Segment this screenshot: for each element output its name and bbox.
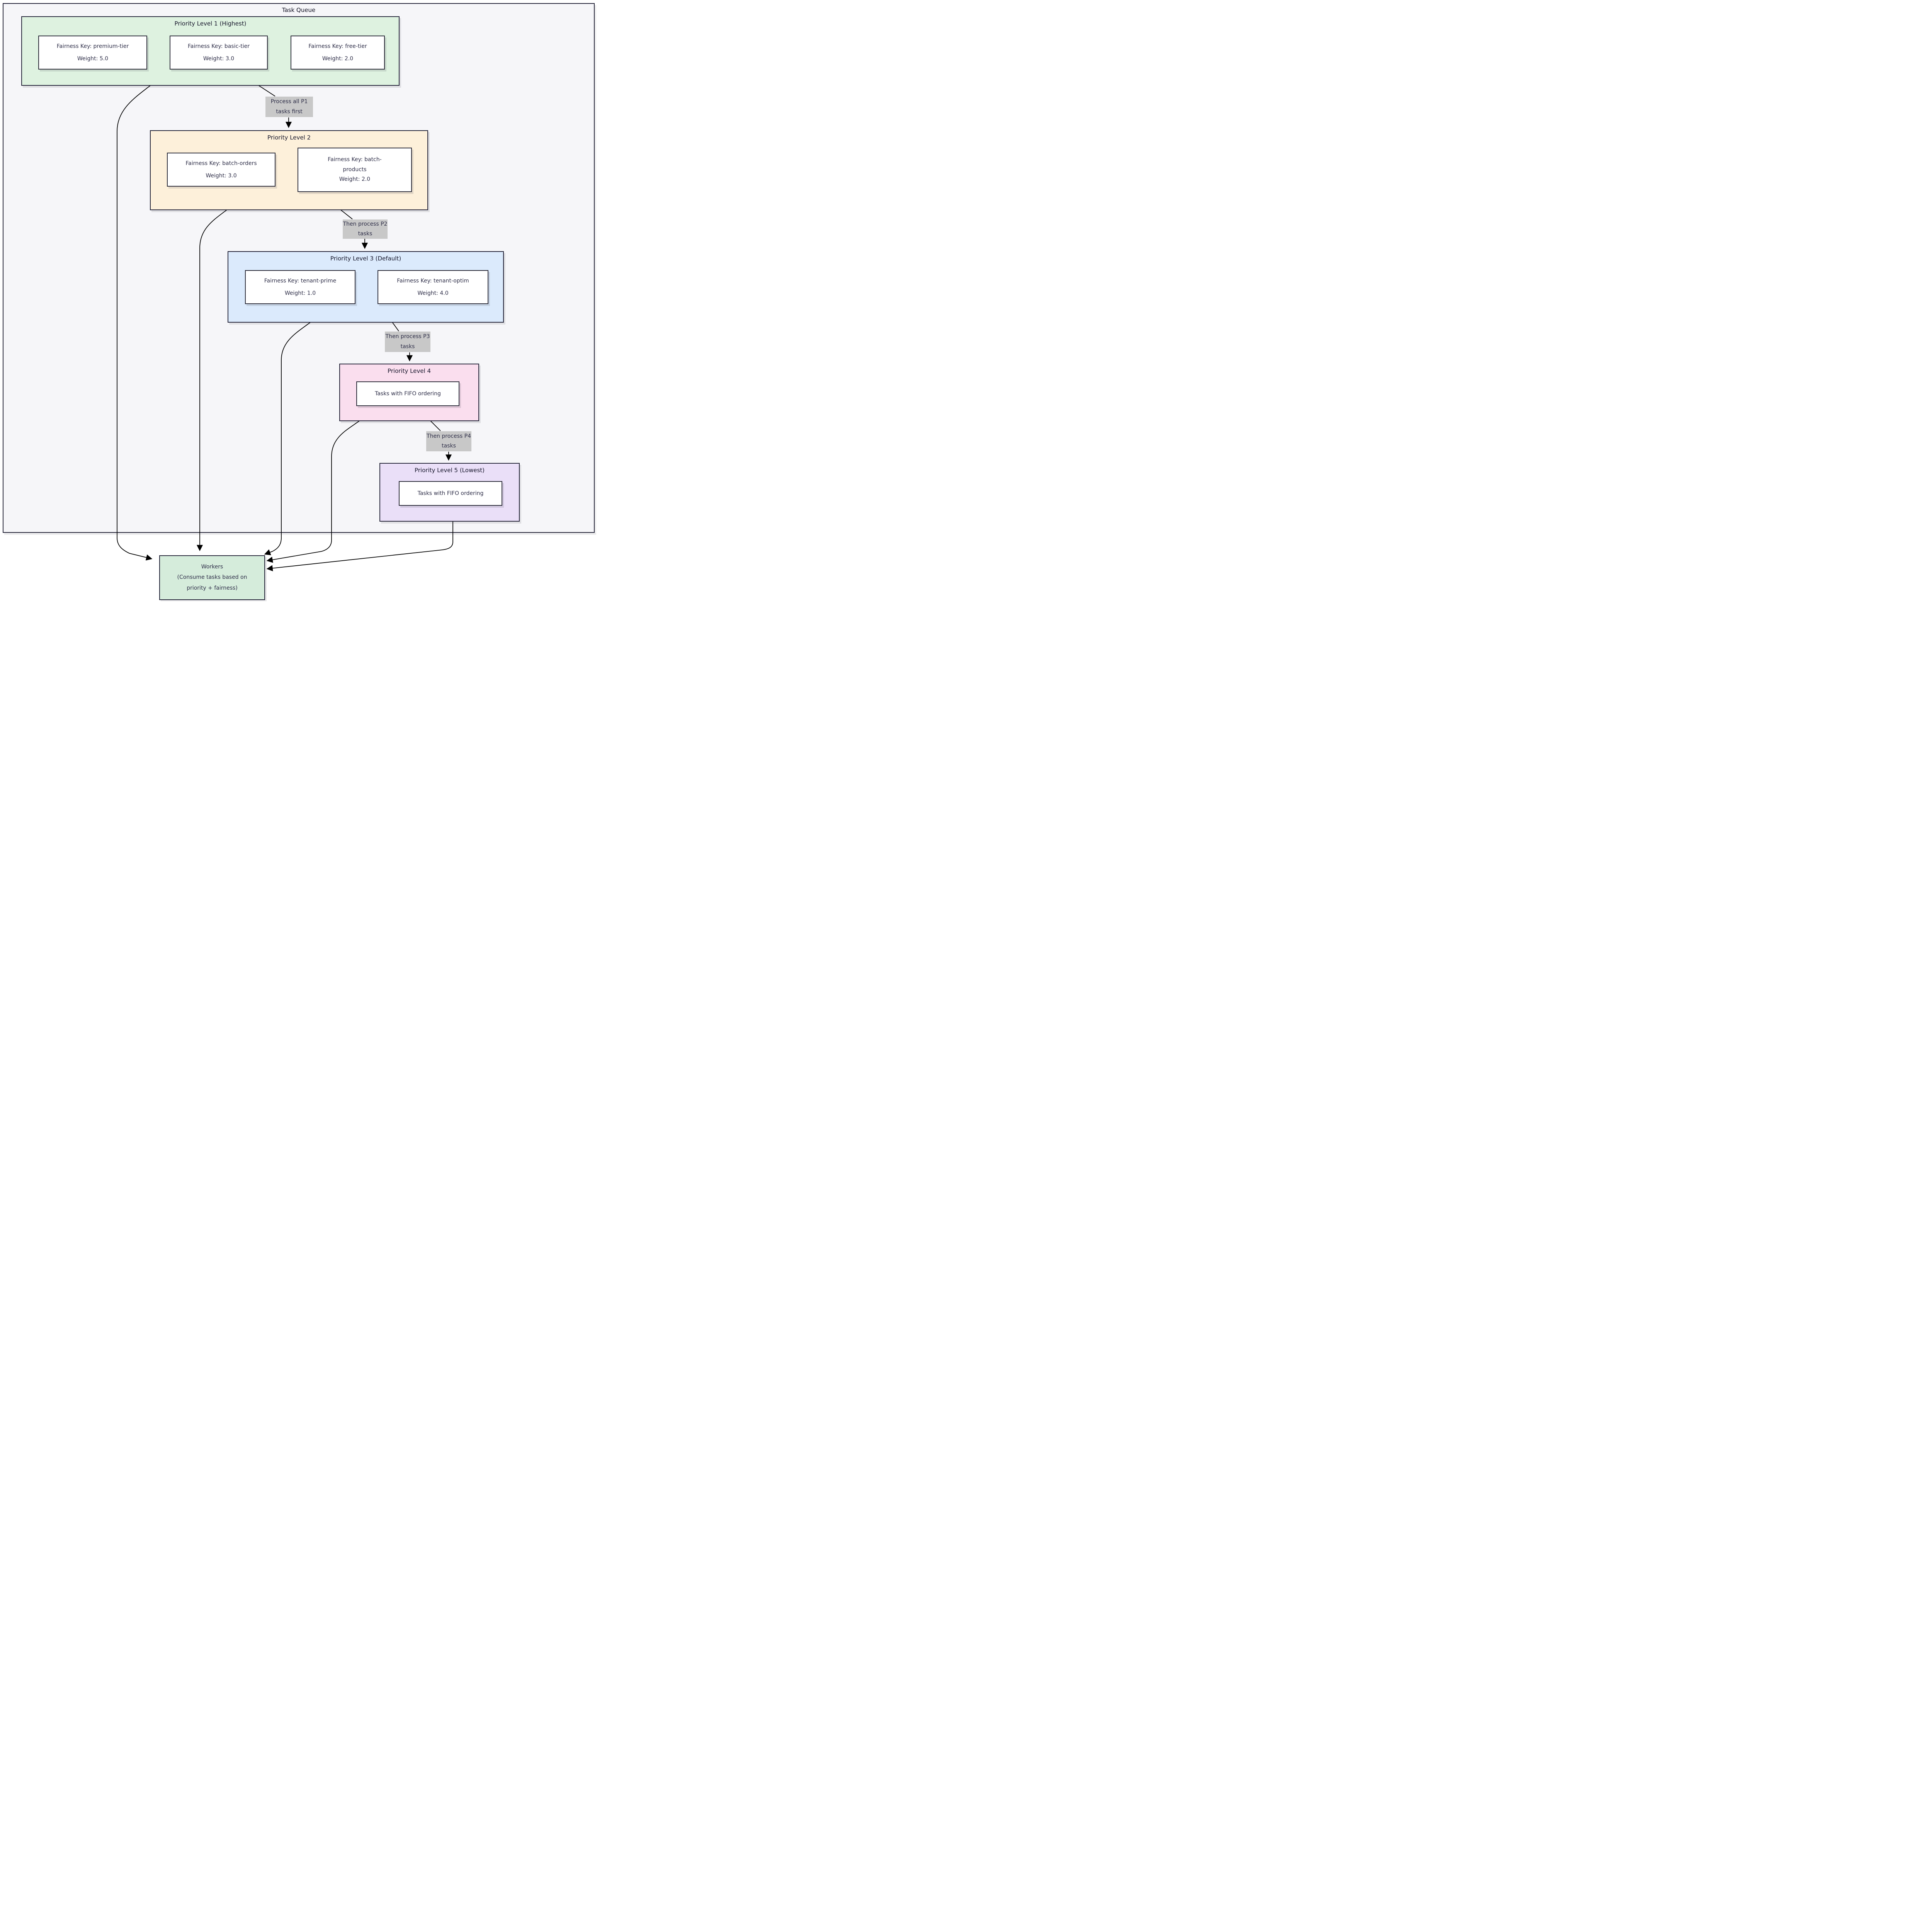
workers-node: Workers (Consume tasks based on priority… xyxy=(159,555,265,600)
node-tenant-optim: Fairness Key: tenant-optim Weight: 4.0 xyxy=(378,270,488,304)
node-free-tier-weight: Weight: 2.0 xyxy=(322,56,354,62)
node-batch-orders: Fairness Key: batch-orders Weight: 3.0 xyxy=(167,153,276,187)
node-batch-products-key: Fairness Key: batch-products xyxy=(328,156,382,173)
node-tenant-optim-weight: Weight: 4.0 xyxy=(417,290,449,296)
edge-p1-to-label xyxy=(257,84,276,97)
node-tenant-prime-key: Fairness Key: tenant-prime xyxy=(264,277,337,284)
edge-label-p1-p2: Process all P1 tasks first xyxy=(265,97,313,117)
edge-label-p3-p4: Then process P3 tasks xyxy=(385,332,430,352)
priority-level-5-group: Priority Level 5 (Lowest) Tasks with FIF… xyxy=(379,463,520,522)
priority-level-2-title: Priority Level 2 xyxy=(267,134,311,141)
node-premium-tier: Fairness Key: premium-tier Weight: 5.0 xyxy=(38,36,147,70)
node-batch-products: Fairness Key: batch-products Weight: 2.0 xyxy=(298,148,412,192)
priority-level-1-group: Priority Level 1 (Highest) Fairness Key:… xyxy=(21,16,400,86)
priority-level-4-group: Priority Level 4 Tasks with FIFO orderin… xyxy=(339,364,479,421)
node-p5-fifo-label: Tasks with FIFO ordering xyxy=(417,490,484,497)
edge-label-p4-p5: Then process P4 tasks xyxy=(426,431,471,451)
edge-p2-to-workers-arrow xyxy=(196,207,230,551)
edge-p4-to-workers-arrow xyxy=(266,420,361,563)
workers-line-3: priority + fairness) xyxy=(187,585,238,591)
node-premium-tier-key: Fairness Key: premium-tier xyxy=(56,43,129,49)
edge-p5-to-workers-arrow xyxy=(266,520,453,571)
node-tenant-optim-key: Fairness Key: tenant-optim xyxy=(397,277,469,284)
workers-line-2: (Consume tasks based on xyxy=(177,574,247,581)
priority-level-2-group: Priority Level 2 Fairness Key: batch-ord… xyxy=(150,130,428,210)
node-basic-tier-key: Fairness Key: basic-tier xyxy=(188,43,250,49)
task-queue-title: Task Queue xyxy=(282,7,316,14)
edge-p1-to-workers-arrow xyxy=(117,84,153,561)
node-free-tier: Fairness Key: free-tier Weight: 2.0 xyxy=(291,36,385,70)
node-p4-fifo-label: Tasks with FIFO ordering xyxy=(375,390,441,397)
node-p4-fifo: Tasks with FIFO ordering xyxy=(356,381,459,406)
node-basic-tier-weight: Weight: 3.0 xyxy=(203,56,235,62)
edge-p3-to-workers-arrow xyxy=(264,320,314,555)
priority-level-3-group: Priority Level 3 (Default) Fairness Key:… xyxy=(228,251,504,323)
edge-label-p2-p3: Then process P2 tasks xyxy=(343,219,388,239)
priority-level-1-title: Priority Level 1 (Highest) xyxy=(174,20,247,27)
node-free-tier-key: Fairness Key: free-tier xyxy=(308,43,367,49)
priority-level-4-title: Priority Level 4 xyxy=(387,367,431,374)
edge-p4-to-label xyxy=(429,420,441,431)
workers-line-1: Workers xyxy=(201,564,223,570)
diagram-canvas: Task Queue Priority Level 1 (Highest) xyxy=(0,0,596,601)
flow-edges-svg xyxy=(117,84,453,571)
node-p5-fifo: Tasks with FIFO ordering xyxy=(399,481,502,506)
node-batch-orders-weight: Weight: 3.0 xyxy=(206,173,237,179)
node-batch-orders-key: Fairness Key: batch-orders xyxy=(185,160,257,167)
node-batch-products-weight: Weight: 2.0 xyxy=(339,176,371,183)
priority-level-3-title: Priority Level 3 (Default) xyxy=(330,255,401,262)
node-basic-tier: Fairness Key: basic-tier Weight: 3.0 xyxy=(170,36,268,70)
node-tenant-prime-weight: Weight: 1.0 xyxy=(284,290,316,296)
node-premium-tier-weight: Weight: 5.0 xyxy=(77,56,109,62)
priority-level-5-title: Priority Level 5 (Lowest) xyxy=(415,467,485,474)
node-tenant-prime: Fairness Key: tenant-prime Weight: 1.0 xyxy=(245,270,355,304)
